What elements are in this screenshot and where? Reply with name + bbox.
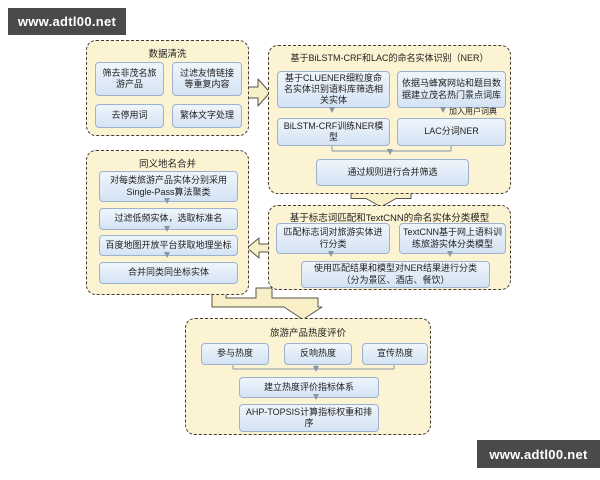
node-traditional-text: 繁体文字处理 [172,104,242,128]
group-synonym-merge: 同义地名合并 对每类旅游产品实体分别采用Single-Pass算法聚类 过滤低频… [86,150,249,295]
watermark-bottom-right: www.adtl00.net [477,440,600,468]
node-cluener-corpus: 基于CLUENER细粒度命名实体识别语料库筛选相关实体 [277,71,390,108]
node-lac-ner: LAC分词NER [397,118,506,146]
node-classify-ner-results-line1: 使用匹配结果和模型对NER结果进行分类 [313,263,477,274]
group-ner-title: 基于BiLSTM-CRF和LAC的命名实体识别（NER） [290,53,489,63]
node-classify-ner-results-line2: （分为景区、酒店、餐饮） [341,274,450,285]
node-filter-duplicate-links: 过滤友情链接等重复内容 [172,62,242,96]
watermark-top-left: www.adtl00.net [8,8,126,35]
node-baidu-map-coords: 百度地图开放平台获取地理坐标 [99,235,238,256]
node-participation-heat: 参与热度 [201,343,269,365]
node-remove-stopwords: 去停用词 [95,104,164,128]
group-data-cleaning-title: 数据清洗 [148,49,187,60]
group-heat-eval-title: 旅游产品热度评价 [269,328,346,339]
arrow-cleaning-to-ner [245,78,271,107]
node-publicity-heat: 宣传热度 [362,343,428,365]
group-classify-title: 基于标志词匹配和TextCNN的命名实体分类模型 [289,213,490,224]
arrow-classify-to-merge [246,237,271,259]
node-textcnn-model: TextCNN基于网上语料训练旅游实体分类模型 [399,223,506,254]
node-response-heat: 反响热度 [284,343,352,365]
node-single-pass-cluster: 对每类旅游产品实体分别采用Single-Pass算法聚类 [99,171,238,202]
node-marker-word-match: 匹配标志词对旅游实体进行分类 [276,223,390,254]
node-rule-merge-filter: 通过规则进行合并筛选 [316,159,469,186]
group-synonym-merge-title: 同义地名合并 [138,159,196,170]
group-ner: 基于BiLSTM-CRF和LAC的命名实体识别（NER） 基于CLUENER细粒… [268,45,511,194]
node-filter-non-maoming: 筛去非茂名旅游产品 [95,62,164,96]
label-user-dictionary: 加入用户词典 [449,107,497,116]
node-indicator-system: 建立热度评价指标体系 [239,377,379,398]
node-ahp-topsis: AHP-TOPSIS计算指标权重和排序 [239,404,379,432]
group-classify: 基于标志词匹配和TextCNN的命名实体分类模型 匹配标志词对旅游实体进行分类 … [268,205,511,290]
node-classify-ner-results: 使用匹配结果和模型对NER结果进行分类 （分为景区、酒店、餐饮） [301,261,490,288]
node-mafengwo-lexicon: 依据马蜂窝网站和题目数据建立茂名热门景点词库 [397,71,506,108]
node-merge-same-coords: 合并同类同坐标实体 [99,262,238,284]
node-bilstm-crf-train: BiLSTM-CRF训练NER模型 [277,118,390,146]
group-heat-eval: 旅游产品热度评价 参与热度 反响热度 宣传热度 建立热度评价指标体系 AHP-T… [185,318,431,435]
group-data-cleaning: 数据清洗 筛去非茂名旅游产品 过滤友情链接等重复内容 去停用词 繁体文字处理 [86,40,249,136]
node-filter-low-freq: 过滤低频实体，选取标准名 [99,208,238,230]
